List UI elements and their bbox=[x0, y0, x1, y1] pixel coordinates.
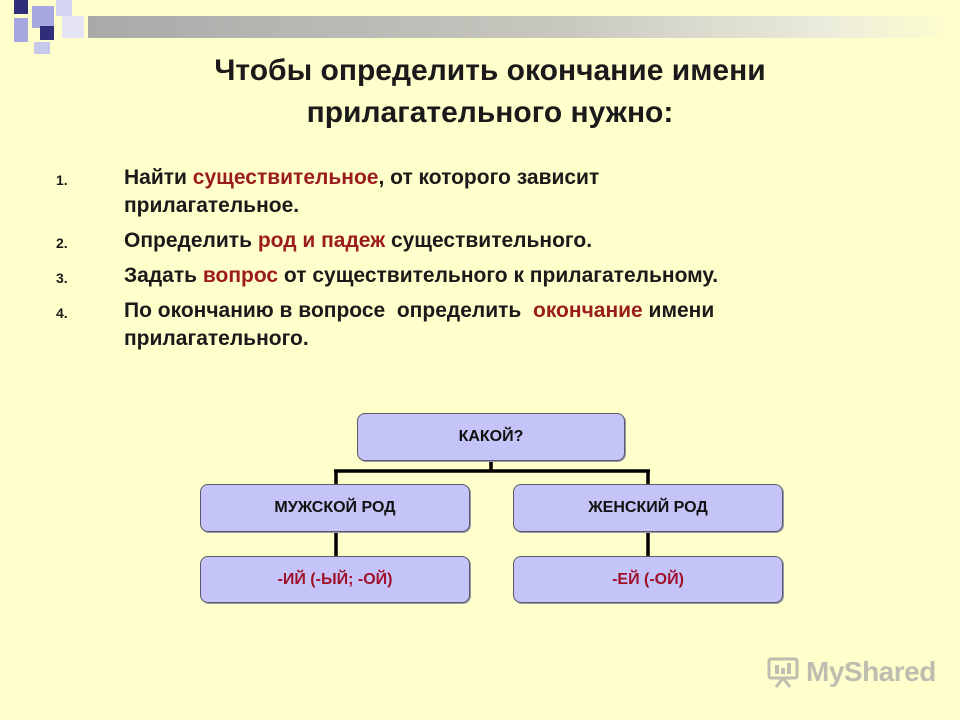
step-highlight: вопрос bbox=[202, 264, 279, 287]
decor-square bbox=[34, 42, 50, 54]
step-number: 2. bbox=[56, 235, 68, 251]
step-item: 3. Задать вопрос от существительного к пр… bbox=[56, 262, 916, 290]
diagram-node-feminine-ending: -ЕЙ (-ОЙ) bbox=[513, 556, 783, 603]
diagram-node-masculine-ending: -ИЙ (-ЫЙ; -ОЙ) bbox=[200, 556, 470, 603]
decor-square bbox=[62, 16, 84, 38]
diagram-node-question: КАКОЙ? bbox=[357, 413, 625, 461]
step-highlight: род и падеж bbox=[257, 229, 386, 252]
presentation-board-icon bbox=[767, 657, 799, 688]
decor-square bbox=[40, 26, 54, 40]
step-text: прилагательного. bbox=[124, 327, 309, 350]
step-highlight: существительное bbox=[192, 166, 379, 189]
decor-square bbox=[14, 0, 28, 14]
diagram-node-masculine: МУЖСКОЙ РОД bbox=[200, 484, 470, 532]
slide-title: Чтобы определить окончание имени прилага… bbox=[100, 50, 880, 134]
step-number: 3. bbox=[56, 270, 68, 286]
step-text: существительного. bbox=[385, 229, 593, 252]
step-number: 1. bbox=[56, 172, 68, 188]
diagram-node-feminine: ЖЕНСКИЙ РОД bbox=[513, 484, 783, 532]
step-item: 4. По окончанию в вопросе определить окон… bbox=[56, 297, 916, 353]
steps-list: 1. Найти существительное, от которого зав… bbox=[56, 164, 916, 360]
step-text: имени bbox=[642, 299, 715, 322]
step-text: , от которого зависит bbox=[378, 166, 600, 189]
decor-square bbox=[56, 0, 72, 16]
decor-square bbox=[32, 6, 54, 28]
watermark-logo: MyShared bbox=[766, 656, 936, 688]
decor-bar bbox=[88, 16, 960, 38]
step-item: 1. Найти существительное, от которого зав… bbox=[56, 164, 916, 220]
step-text: По окончанию в вопросе определить bbox=[124, 299, 533, 322]
step-highlight: окончание bbox=[533, 299, 643, 322]
watermark-text: MyShared bbox=[806, 656, 936, 687]
step-number: 4. bbox=[56, 305, 68, 321]
slide-title-line: прилагательного нужно: bbox=[306, 96, 674, 129]
step-text: прилагательное. bbox=[124, 194, 300, 217]
step-text: от существительного к прилагательному. bbox=[278, 264, 719, 287]
step-text: Задать bbox=[124, 264, 203, 287]
step-item: 2. Определить род и падеж существительног… bbox=[56, 227, 916, 255]
slide-title-line: Чтобы определить окончание имени bbox=[214, 54, 766, 87]
step-text: Определить bbox=[124, 229, 258, 252]
decor-square bbox=[14, 18, 28, 42]
step-text: Найти bbox=[124, 166, 193, 189]
